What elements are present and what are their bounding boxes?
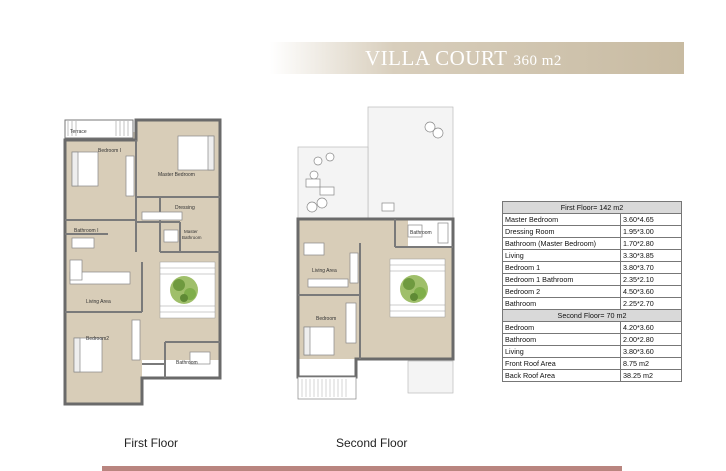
room-size: 1.70*2.80 (620, 237, 682, 250)
room-name: Dressing Room (502, 225, 621, 238)
second-floor-plan: Bathroom Living Area Bedroom (290, 103, 460, 408)
room-name: Bedroom 2 (502, 285, 621, 298)
room-size: 38.25 m2 (620, 369, 682, 382)
room-name: Bathroom (Master Bedroom) (502, 237, 621, 250)
room-size: 1.95*3.00 (620, 225, 682, 238)
room-name: Bedroom (502, 321, 621, 334)
label-master-bathroom-2: Bathroom (182, 235, 202, 240)
page-title: VILLA COURT 360 m2 (365, 46, 562, 71)
label-second-bathroom: Bathroom (410, 230, 432, 236)
title-area: 360 m2 (513, 53, 562, 69)
first-floor-caption: First Floor (124, 436, 178, 450)
first-floor-header: First Floor= 142 m2 (502, 201, 682, 214)
room-name: Living (502, 345, 621, 358)
room-name: Back Roof Area (502, 369, 621, 382)
bottom-accent-bar (102, 466, 622, 471)
first-floor-plan: Terrace (60, 112, 230, 412)
label-bathroom: Bathroom (176, 360, 198, 366)
room-size: 2.25*2.70 (620, 297, 682, 310)
second-floor-caption: Second Floor (336, 436, 408, 450)
second-floor-header-row: Second Floor= 70 m2 (502, 309, 682, 322)
room-name: Master Bedroom (502, 213, 621, 226)
room-size: 2.35*2.10 (620, 273, 682, 286)
room-size: 3.80*3.70 (620, 261, 682, 274)
room-size: 4.50*3.60 (620, 285, 682, 298)
room-name: Bedroom 1 Bathroom (502, 273, 621, 286)
label-dressing: Dressing (175, 205, 195, 211)
title-main: VILLA COURT (365, 46, 508, 70)
label-master-bedroom: Master Bedroom (158, 172, 195, 178)
room-size: 8.75 m2 (620, 357, 682, 370)
room-size: 3.80*3.60 (620, 345, 682, 358)
first-floor-header-row: First Floor= 142 m2 (502, 201, 682, 214)
label-second-living-area: Living Area (312, 268, 337, 274)
label-living-area: Living Area (86, 299, 111, 305)
room-size: 3.60*4.65 (620, 213, 682, 226)
label-terrace: Terrace (70, 129, 87, 135)
label-bathroom1: Bathroom I (74, 228, 98, 234)
title-band (270, 42, 684, 74)
table-row: Bathroom (Master Bedroom)1.70*2.80 (502, 237, 682, 250)
label-bedroom1: Bedroom I (98, 148, 121, 154)
room-size: 2.00*2.80 (620, 333, 682, 346)
room-name: Living (502, 249, 621, 262)
room-size: 3.30*3.85 (620, 249, 682, 262)
second-floor-header: Second Floor= 70 m2 (502, 309, 682, 322)
label-master-bathroom-1: Master (184, 229, 198, 234)
room-size: 4.20*3.60 (620, 321, 682, 334)
room-name: Front Roof Area (502, 357, 621, 370)
label-bedroom2: Bedroom2 (86, 336, 109, 342)
label-second-bedroom: Bedroom (316, 316, 336, 322)
room-name: Bathroom (502, 333, 621, 346)
room-name: Bedroom 1 (502, 261, 621, 274)
room-name: Bathroom (502, 297, 621, 310)
